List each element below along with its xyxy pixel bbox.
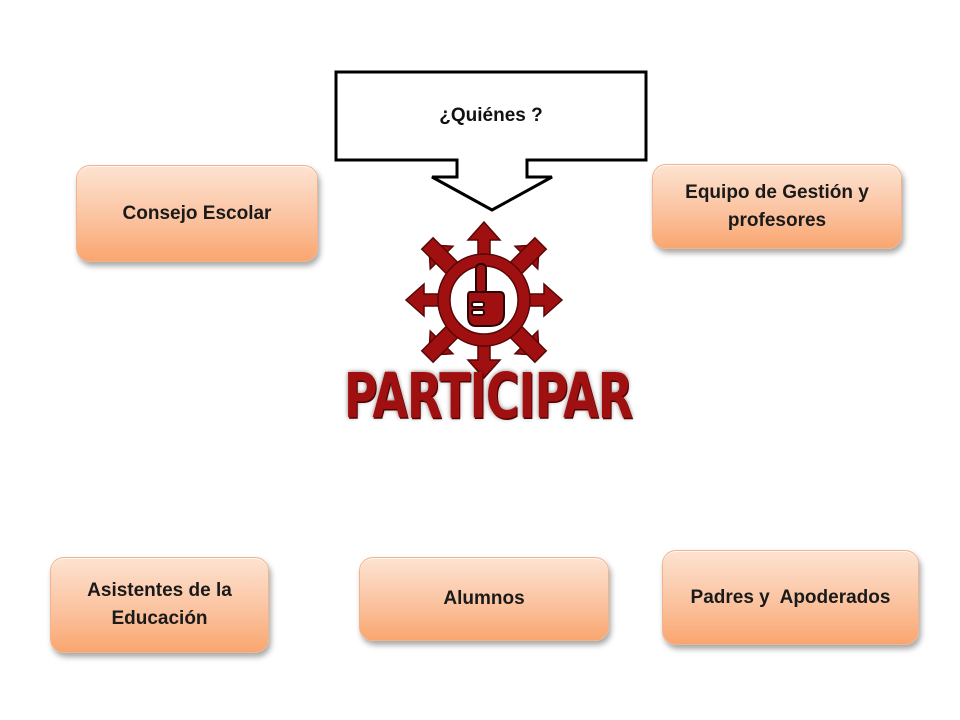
logo-wordmark: PARTICIPAR	[343, 359, 633, 433]
consejo-escolar-label: Consejo Escolar	[122, 202, 272, 224]
equipo-gestion-label: Equipo de Gestión y profesores	[685, 181, 869, 231]
alumnos-label: Alumnos	[443, 588, 525, 609]
padres-apoderados-box: Padres y Apoderados	[662, 550, 919, 645]
asistentes-box: Asistentes de la Educación	[50, 557, 269, 653]
consejo-escolar-box: Consejo Escolar	[76, 165, 318, 262]
participar-logo-icon	[405, 220, 563, 379]
alumnos-box: Alumnos	[359, 557, 609, 641]
asistentes-label: Asistentes de la Educación	[87, 580, 232, 629]
question-callout	[334, 70, 648, 212]
padres-apoderados-label: Padres y Apoderados	[690, 586, 891, 608]
callout-question-text: ¿Quiénes ?	[439, 105, 543, 126]
equipo-gestion-box: Equipo de Gestión y profesores	[652, 164, 902, 249]
